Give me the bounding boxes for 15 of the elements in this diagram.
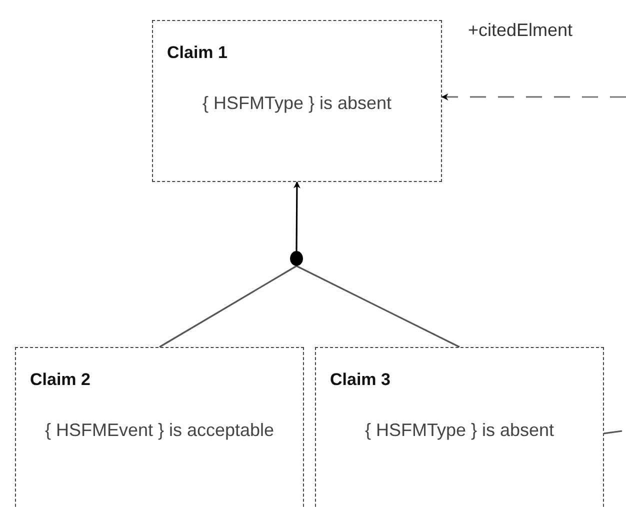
connector-line: [159, 265, 297, 348]
junction-dot: [290, 251, 303, 266]
claim-box: [15, 347, 304, 507]
claim-statement: { HSFMType } is absent: [364, 419, 556, 441]
dashed-arrow: [441, 93, 626, 100]
claim-title: Claim 2: [30, 370, 90, 390]
connector-line: [604, 430, 622, 434]
claim-box: [152, 20, 442, 182]
connector-line: [296, 265, 460, 348]
claim-title: Claim 3: [330, 370, 390, 390]
claim-statement: { HSFMType } is absent: [201, 92, 393, 114]
arrow: [293, 181, 300, 251]
claim-title: Claim 1: [167, 43, 228, 63]
claim-box: [315, 347, 604, 507]
claim-statement: { HSFMEvent } is acceptable: [44, 419, 276, 441]
